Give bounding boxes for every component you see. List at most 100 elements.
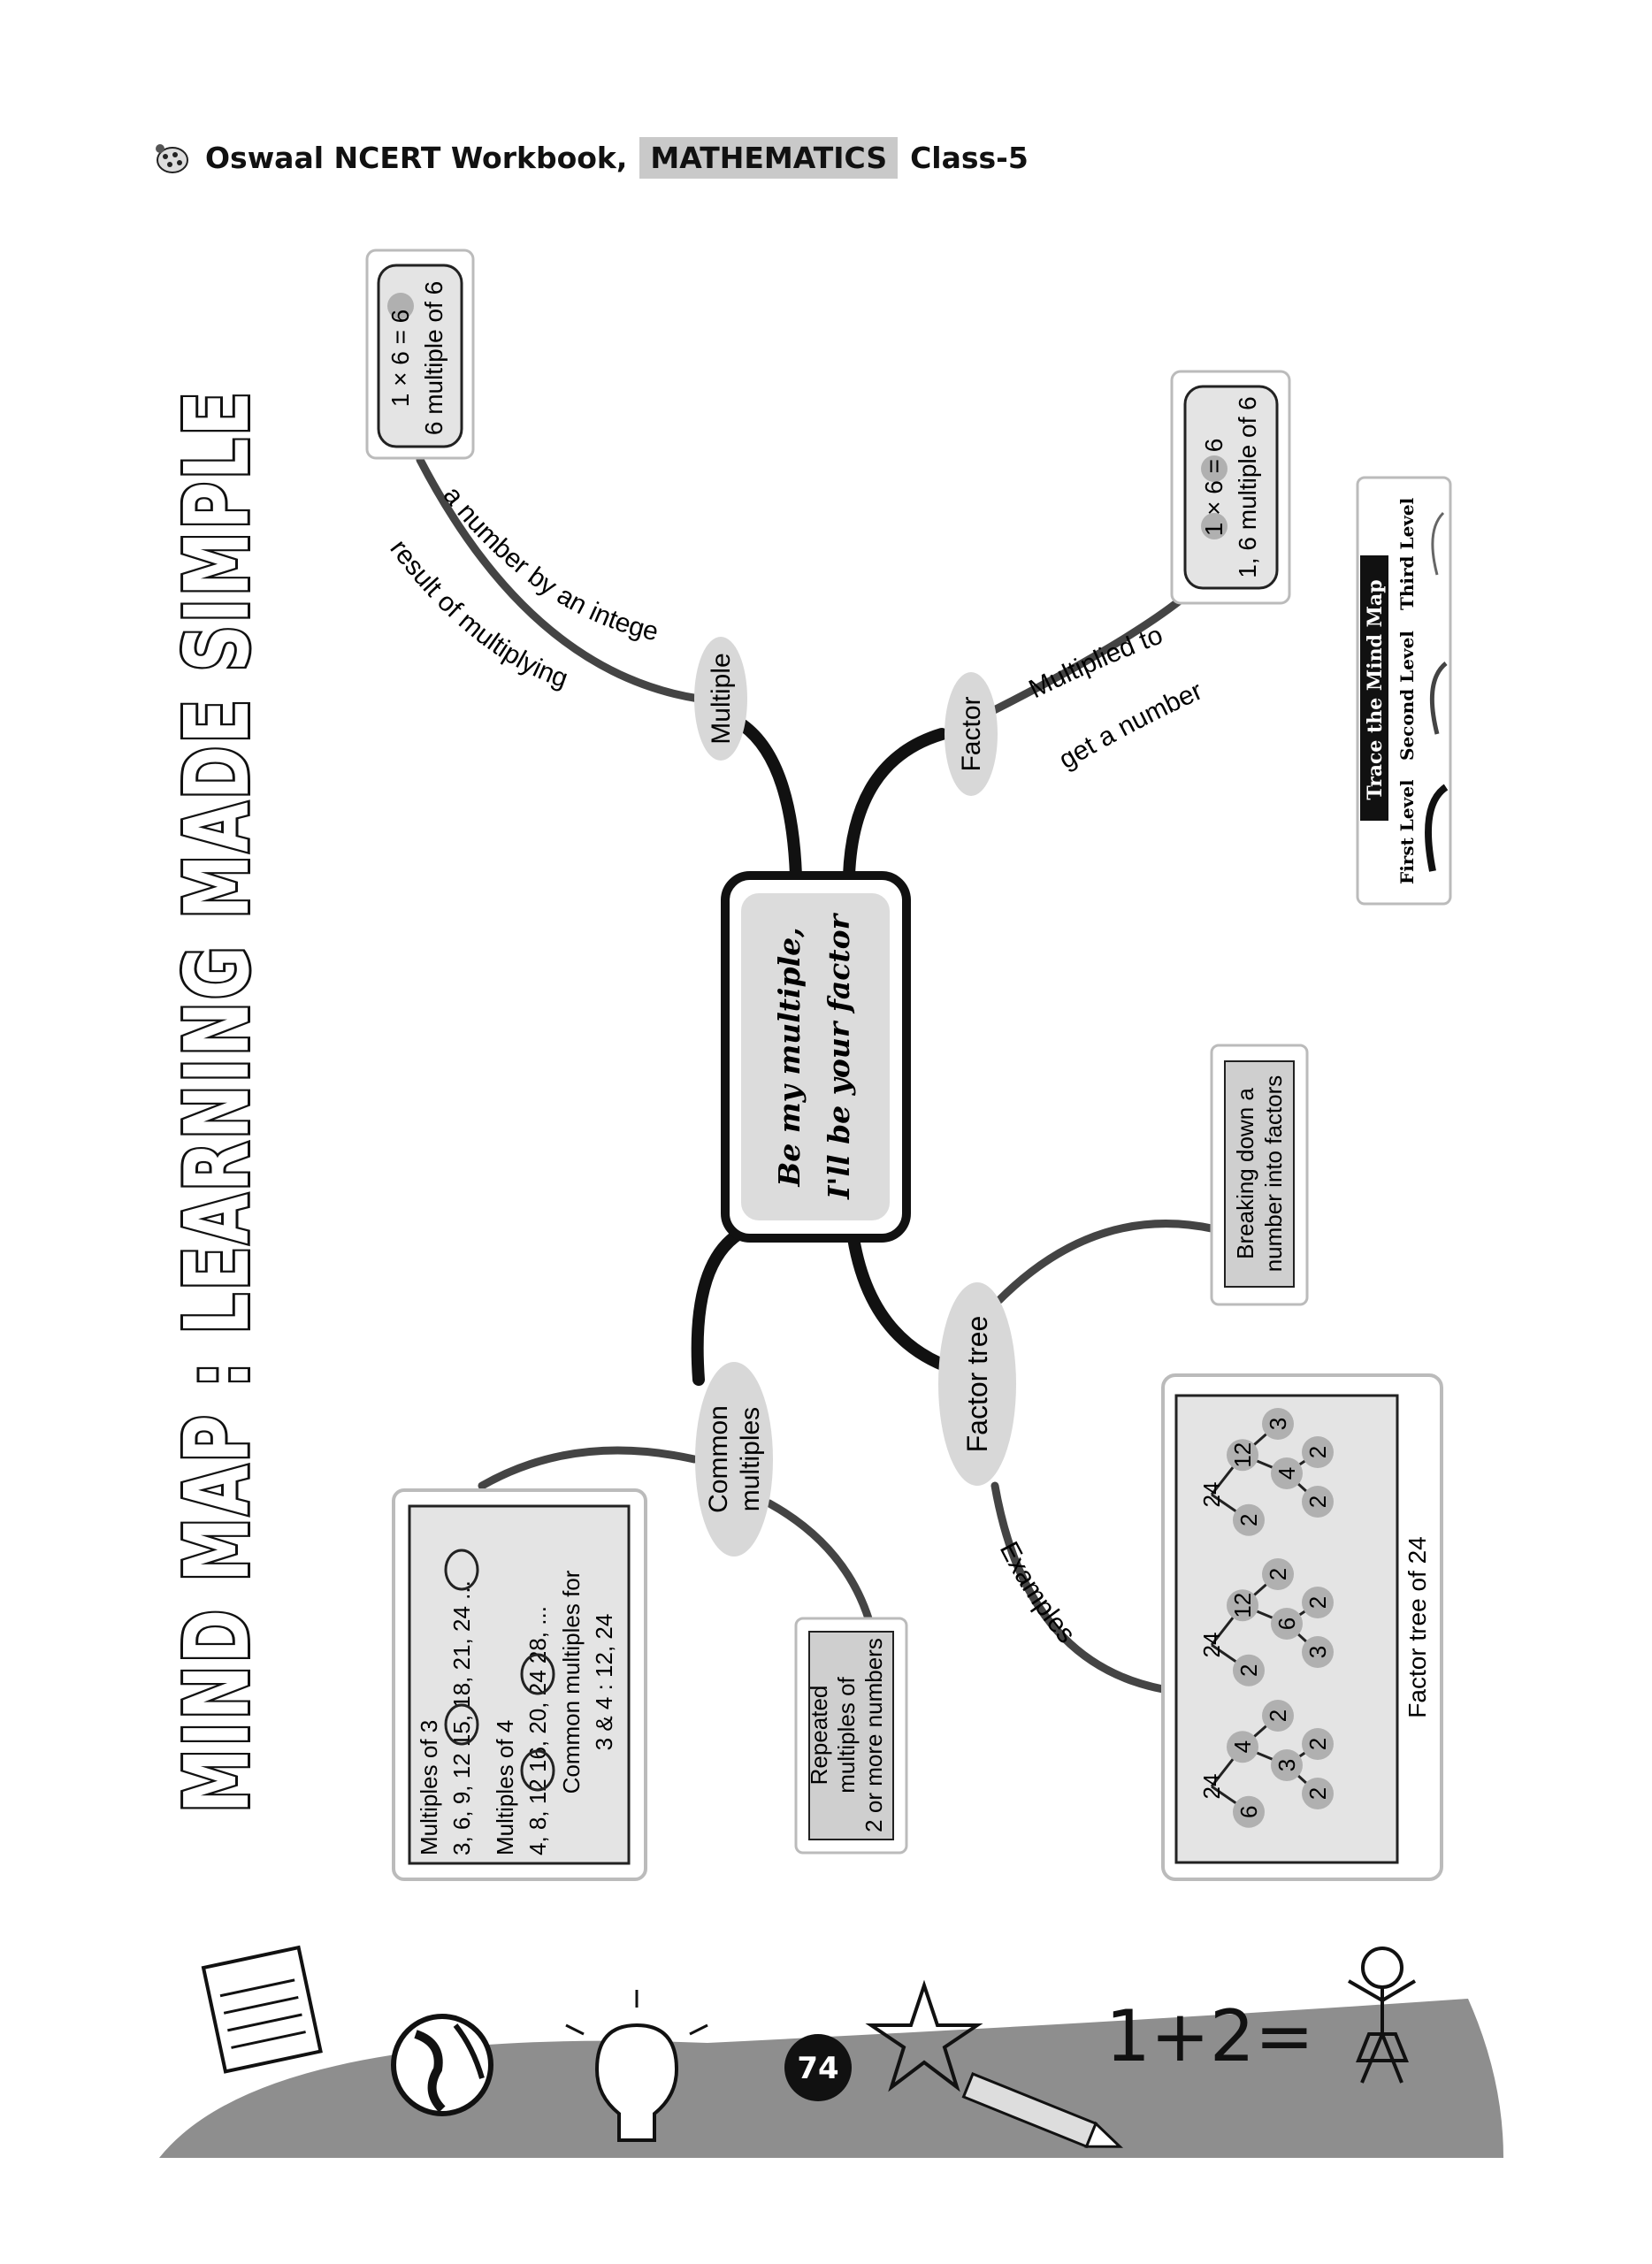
factor-example-box: 1 × 6 = 6 1, 6 multiple of 6 <box>1170 370 1291 605</box>
branch-multiple-label: Multiple <box>707 653 736 744</box>
factor-tree-node <box>1302 1486 1334 1518</box>
factor-tree-value: 6 <box>1235 1806 1262 1818</box>
branch-factortree-node: Factor tree <box>938 1282 1016 1486</box>
arm-common-left <box>478 1446 699 1490</box>
factor-tree-value: 4 <box>1273 1467 1300 1480</box>
m3-list: 3, 6, 9, 12 15, 18, 21, 24 ... <box>448 1580 475 1855</box>
factor-tree-value: 2 <box>1304 1446 1331 1458</box>
header-brand: Oswaal NCERT Workbook, <box>205 140 628 175</box>
factor-tree-node <box>1302 1587 1334 1618</box>
globe-icon <box>391 2014 493 2116</box>
factor-tree-node <box>1233 1654 1265 1687</box>
factor-tree-node <box>1262 1558 1294 1590</box>
arm-common-right <box>765 1499 876 1632</box>
factor-tree-node <box>1262 1700 1294 1732</box>
factor-tree-node <box>1302 1436 1334 1468</box>
factor-tree-node <box>1302 1636 1334 1668</box>
factor-tree-node <box>1227 1439 1258 1472</box>
factor-tree-value: 6 <box>1273 1618 1300 1630</box>
branch-factor-label: Factor <box>957 696 986 771</box>
footer-equation: 1+2= <box>1105 1995 1314 2077</box>
common-definition-line-2: multiples of <box>833 1676 860 1793</box>
factor-tree-value: 2 <box>1265 1568 1291 1580</box>
factor-tree-node <box>1262 1408 1294 1440</box>
legend-trace-mind-map: Trace the Mind Map First Level Second Le… <box>1356 476 1452 906</box>
m4-title: Multiples of 4 <box>492 1720 518 1855</box>
m4-highlight-12 <box>520 1749 555 1792</box>
factor-tree-value: 24 <box>1198 1482 1225 1508</box>
factor-trees-box: Factor tree of 24 2421234222421226232464… <box>1161 1373 1443 1881</box>
factor-tree-value: 3 <box>1265 1418 1291 1430</box>
factor-tree-value: 12 <box>1229 1442 1256 1468</box>
factor-tree-value: 2 <box>1304 1787 1331 1800</box>
multiple-example-box: 1 × 6 = 6 6 multiple of 6 <box>365 249 475 460</box>
factor-example-line-2: 1, 6 multiple of 6 <box>1234 396 1261 577</box>
legend-first-swatch <box>1425 784 1449 872</box>
page-header: Oswaal NCERT Workbook, MATHEMATICS Class… <box>152 134 1029 180</box>
factortree-definition-line-1: Breaking down a <box>1232 1088 1258 1259</box>
factor-tree-node <box>1302 1728 1334 1760</box>
factor-tree-value: 24 <box>1198 1774 1225 1800</box>
multiple-example-line-2: 6 multiple of 6 <box>420 281 447 435</box>
common-definition-box: Repeated multiples of 2 or more numbers <box>794 1617 908 1855</box>
factor-tree-value: 3 <box>1304 1646 1331 1658</box>
central-line-2: I'll be your factor <box>822 912 856 1200</box>
factor-definition-line-1: Multiplied to <box>1024 621 1166 705</box>
page-number: 74 <box>797 2051 838 2086</box>
common-definition-line-3: 2 or more numbers <box>860 1638 887 1832</box>
arm-multiple <box>416 455 703 703</box>
header-subject: MATHEMATICS <box>639 136 899 179</box>
factor-tree-value: 2 <box>1304 1738 1331 1750</box>
stick-figure-icon <box>1347 1947 1417 2084</box>
arm-examples <box>990 1481 1167 1694</box>
branch-common-label-1: Common <box>704 1405 733 1513</box>
header-class: Class-5 <box>910 140 1029 175</box>
factor-tree-node <box>1227 1589 1258 1622</box>
factortree-definition-box: Breaking down a number into factors <box>1210 1044 1309 1306</box>
legend-first: First Level <box>1396 779 1418 884</box>
factor-tree-value: 12 <box>1229 1593 1256 1618</box>
factor-tree-node <box>1271 1749 1303 1781</box>
factor-tree-value: 2 <box>1304 1596 1331 1609</box>
branch-factor-node: Factor <box>945 672 998 796</box>
legend-second: Second Level <box>1396 631 1418 761</box>
factor-tree-caption: Factor tree of 24 <box>1403 1536 1431 1717</box>
factor-tree-value: 4 <box>1229 1740 1256 1753</box>
factor-tree-node <box>1271 1608 1303 1640</box>
factor-tree-node <box>1233 1503 1265 1536</box>
factor-tree-value: 24 <box>1198 1633 1225 1658</box>
common-line-1: Common multiples for <box>558 1570 585 1794</box>
ladybug-logo-icon <box>156 144 188 173</box>
m3-title: Multiples of 3 <box>416 1720 442 1855</box>
connector-factor <box>843 728 948 882</box>
footer-illustration: 74 1+2= <box>159 1945 1503 2158</box>
m3-highlight-24 <box>444 1549 479 1591</box>
factor-example-line-1: 1 × 6 = 6 <box>1200 439 1228 537</box>
factor-tree-value: 2 <box>1235 1514 1262 1526</box>
factor-tree-node <box>1302 1778 1334 1809</box>
branch-common-node: Common multiples <box>695 1362 773 1556</box>
factor-tree-node <box>1233 1795 1265 1828</box>
factor-tree-value: 2 <box>1265 1709 1291 1722</box>
factor-tree-node <box>1271 1457 1303 1489</box>
common-line-2: 3 & 4 : 12, 24 <box>591 1614 617 1751</box>
m4-list: 4, 8, 12 16, 20, 24 28, ... <box>524 1606 551 1855</box>
common-multiples-example-box: Multiples of 3 3, 6, 9, 12 15, 18, 21, 2… <box>392 1488 647 1881</box>
factortree-definition-line-2: number into factors <box>1260 1075 1287 1273</box>
examples-label: Examples <box>994 1537 1081 1648</box>
arm-breaking <box>995 1220 1220 1304</box>
central-topic: Be my multiple, I'll be your factor <box>721 871 911 1243</box>
m3-highlight-12 <box>444 1703 479 1746</box>
branch-factortree-label: Factor tree <box>961 1316 993 1453</box>
legend-third-swatch <box>1431 511 1445 576</box>
connector-multiple <box>737 719 802 882</box>
pencil-icon <box>961 2072 1124 2149</box>
multiple-example-line-1: 1 × 6 = 6 <box>386 310 414 408</box>
connector-factortree <box>847 1232 966 1377</box>
notepad-icon <box>201 1945 323 2074</box>
lightbulb-icon <box>565 1990 708 2142</box>
m4-highlight-24 <box>520 1653 555 1695</box>
factor-tree-node <box>1227 1731 1258 1763</box>
connector-common <box>691 1223 753 1386</box>
